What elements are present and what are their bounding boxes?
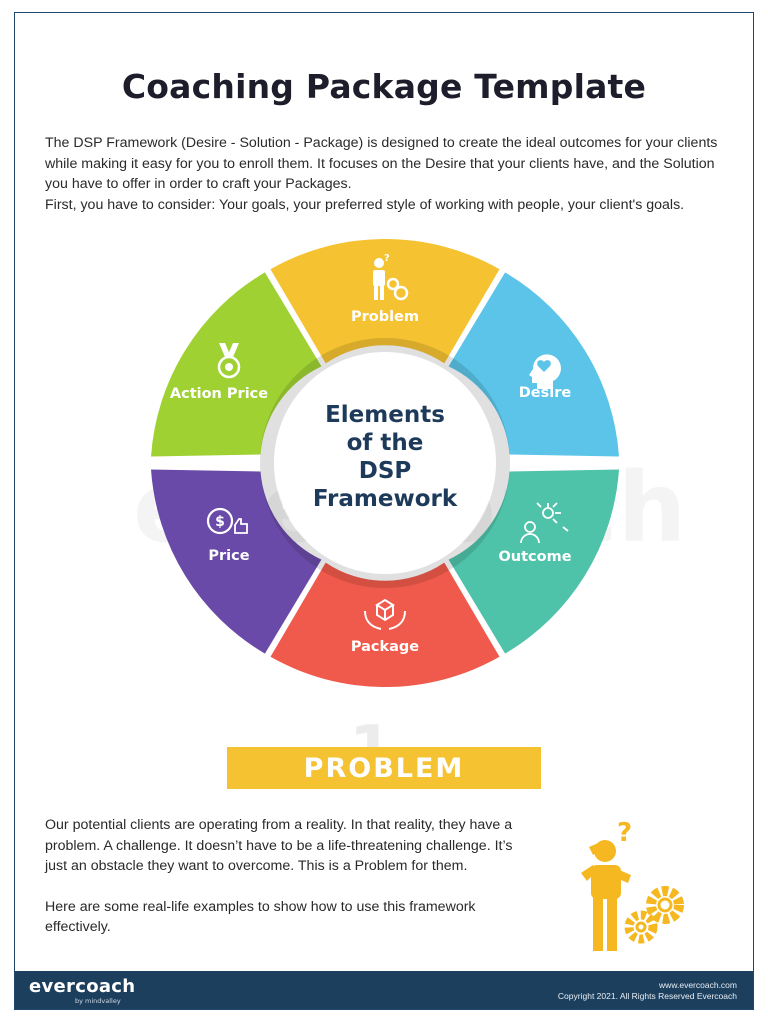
dollar-coin-thumbs-up-icon: $ (206, 507, 248, 535)
problem-paragraph-1: Our potential clients are operating from… (45, 817, 513, 874)
footer-website-link[interactable]: www.evercoach.com (659, 980, 737, 990)
center-line-3: DSP (359, 458, 412, 484)
inner-ring (260, 338, 510, 588)
segment-label-package: Package (351, 639, 419, 655)
segment-label-outcome: Outcome (498, 549, 571, 565)
logo-subtitle: by mindvalley (75, 997, 121, 1005)
problem-description: Our potential clients are operating from… (45, 815, 535, 958)
intro-paragraph-1: The DSP Framework (Desire - Solution - P… (45, 135, 718, 192)
center-line-2: of the (347, 430, 424, 456)
head-heart-icon (529, 354, 561, 389)
svg-text:?: ? (617, 818, 632, 848)
segment-label-action-price: Action Price (170, 386, 268, 402)
footer-info: www.evercoach.com Copyright 2021. All Ri… (558, 980, 737, 1002)
evercoach-logo[interactable]: evercoach (29, 976, 136, 997)
page-title: Coaching Package Template (121, 67, 647, 106)
segment-price (151, 469, 322, 654)
segment-label-problem: Problem (351, 309, 419, 325)
hands-box-icon (364, 598, 406, 630)
segment-label-desire: Desire (519, 385, 572, 401)
svg-text:$: $ (215, 514, 225, 530)
banner-title: PROBLEM (303, 752, 465, 784)
segment-problem (270, 238, 500, 364)
medal-icon (217, 343, 241, 379)
intro-text: The DSP Framework (Desire - Solution - P… (45, 133, 735, 215)
footer-copyright: Copyright 2021. All Rights Reserved Ever… (557, 991, 737, 1001)
problem-paragraph-2: Here are some real-life examples to show… (45, 898, 476, 936)
svg-text:?: ? (384, 253, 390, 264)
dsp-wheel: evercoach Elements of the DSP Framework … (133, 238, 686, 688)
thinking-person-gears-icon: ? (373, 253, 409, 301)
section-banner: PROBLEM (227, 747, 541, 789)
network-person-icon (520, 502, 569, 544)
segment-package (270, 562, 500, 688)
footer: evercoach by mindvalley www.evercoach.co… (15, 971, 753, 1009)
center-line-1: Elements (325, 402, 445, 428)
thinking-person-gears-illustration-icon: ? (581, 818, 684, 951)
center-line-4: Framework (313, 486, 458, 512)
segment-action-price (151, 272, 322, 457)
segment-label-price: Price (208, 548, 249, 564)
segment-outcome (448, 469, 619, 654)
intro-paragraph-2: First, you have to consider: Your goals,… (45, 196, 685, 213)
page: Coaching Package Template The DSP Framew… (14, 12, 754, 1010)
center-circle (275, 353, 495, 573)
